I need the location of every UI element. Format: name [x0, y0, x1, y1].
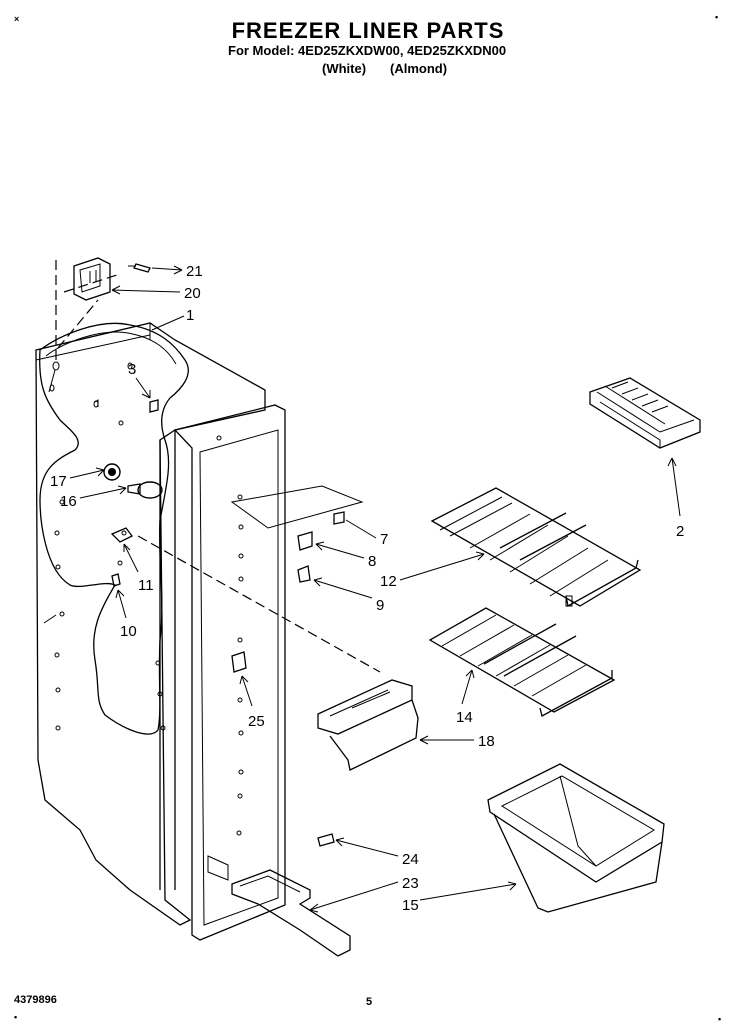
- callout-2: 2: [676, 523, 684, 540]
- callout-11: 11: [138, 577, 154, 594]
- callout-10: 10: [120, 623, 137, 640]
- upper-shelf-drawing: [430, 487, 642, 608]
- corner-mark-bottom-left: •: [14, 1012, 18, 1022]
- bottom-bracket-drawing: [231, 833, 351, 957]
- variant-almond-label: (Almond): [390, 61, 448, 76]
- callout-labels: 21 20 1 3 17 16 11 10 25 7 8 12 9 14 18 …: [50, 263, 684, 914]
- callout-15: 15: [402, 897, 419, 914]
- callout-23: 23: [402, 875, 419, 892]
- callout-9: 9: [376, 597, 384, 614]
- hinge-bracket-drawing: [73, 257, 151, 301]
- callout-25: 25: [248, 713, 265, 730]
- corner-mark-top-right: •: [715, 12, 719, 22]
- small-hardware-drawing: [230, 485, 364, 583]
- callout-3: 3: [128, 361, 136, 378]
- shelf-support-drawing: [317, 679, 419, 771]
- callout-24: 24: [402, 851, 419, 868]
- crisper-pan-drawing: [487, 763, 665, 913]
- callout-14: 14: [456, 709, 473, 726]
- callout-1: 1: [186, 307, 194, 324]
- callout-21: 21: [186, 263, 203, 280]
- document-part-number: 4379896: [14, 994, 57, 1006]
- callout-8: 8: [368, 553, 376, 570]
- callout-7: 7: [380, 531, 388, 548]
- freezer-liner-drawing: [35, 322, 286, 941]
- corner-mark-bottom-right: •: [718, 1014, 722, 1024]
- callout-18: 18: [478, 733, 495, 750]
- lamp-assembly-drawing: [103, 463, 163, 499]
- page-number: 5: [366, 996, 373, 1008]
- ice-tray-drawing: [589, 377, 701, 449]
- variant-white-label: (White): [322, 61, 367, 76]
- lower-shelf-drawing: [428, 607, 616, 717]
- callout-leader-lines: [69, 265, 681, 913]
- page-title: FREEZER LINER PARTS: [231, 18, 505, 43]
- fastener-parts-drawing: [110, 399, 247, 673]
- model-subtitle: For Model: 4ED25ZKXDW00, 4ED25ZKXDN00: [228, 43, 507, 58]
- callout-12: 12: [380, 573, 397, 590]
- callout-17: 17: [50, 473, 67, 490]
- corner-mark-top-left: ×: [14, 14, 20, 24]
- callout-20: 20: [184, 285, 201, 302]
- callout-16: 16: [60, 493, 77, 510]
